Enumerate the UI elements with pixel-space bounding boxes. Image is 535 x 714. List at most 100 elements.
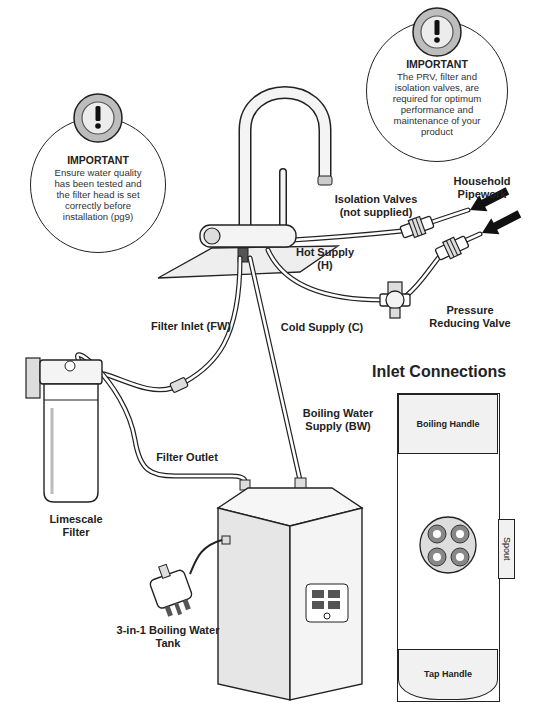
limescale-filter-part [51, 408, 54, 494]
plug-part [159, 564, 171, 578]
boiling-water-tank-part [190, 540, 222, 574]
inlet-plate [420, 517, 476, 573]
warning-callout: IMPORTANTEnsure water quality has been t… [30, 117, 166, 253]
tap-part [204, 228, 220, 244]
tap [200, 93, 332, 248]
tap-part [245, 93, 325, 229]
node-heading: Inlet Connections [372, 363, 506, 381]
boiling-water-tank-part [306, 584, 348, 622]
isolation-valve-part [416, 218, 422, 235]
flow-arrow-part [478, 206, 524, 241]
part-label: Household Pipework [443, 175, 521, 201]
pressure-reducing-valve [380, 282, 410, 318]
hose-part [250, 258, 300, 480]
hose-fitting [170, 377, 189, 393]
isolation-valve-part [408, 216, 425, 237]
plug-part [183, 599, 191, 610]
hose-part [432, 210, 468, 222]
spout-tab: Spout [498, 519, 515, 579]
isolation-valve-part [400, 216, 434, 238]
warning-badge-part [82, 102, 114, 134]
hose-part [432, 210, 468, 222]
part-label: 3-in-1 Boiling Water Tank [112, 624, 224, 650]
tap-part [281, 172, 286, 228]
hose-part [406, 256, 440, 296]
inlet-plate-part [433, 553, 441, 561]
isolation-valve [434, 233, 471, 263]
plug-part [174, 603, 182, 616]
tap-part [279, 172, 287, 228]
part-label: Filter Outlet [146, 451, 228, 464]
inlet-plate-part [456, 553, 464, 561]
boiling-water-tank-part [328, 590, 340, 598]
node-heading: Tap Handle [424, 669, 472, 680]
pressure-reducing-valve-part [390, 308, 400, 318]
handle-band: Tap Handle [398, 649, 498, 700]
inlet-plate-part [433, 530, 441, 538]
warning-badge-part [421, 16, 453, 48]
isolation-valve-part [443, 237, 461, 258]
isolation-valve-part [450, 239, 458, 255]
isolation-valve-part [446, 241, 454, 257]
isolation-valve-part [435, 236, 469, 260]
part-label: Cold Supply (C) [272, 321, 372, 334]
warning-badge-part [435, 20, 440, 35]
boiling-water-tank-part [328, 601, 340, 609]
handle-band: Boiling Handle [398, 394, 498, 454]
part-label: Limescale Filter [40, 513, 112, 539]
limescale-filter-part [26, 358, 40, 398]
limescale-filter-part [44, 400, 98, 401]
boiling-water-tank-part [324, 613, 330, 619]
boiling-water-tank-part [222, 536, 230, 544]
node-heading: IMPORTANT [406, 58, 468, 70]
hose-fitting-part [170, 377, 189, 393]
inlet-plate-part [451, 548, 469, 566]
warning-badge-part [96, 106, 101, 121]
warning-callout: IMPORTANTThe PRV, filter and isolation v… [366, 20, 508, 162]
warning-badge [413, 8, 461, 56]
plug [146, 560, 198, 621]
node-heading: IMPORTANT [67, 154, 129, 166]
tap-part [318, 176, 332, 185]
limescale-filter-part [65, 361, 75, 371]
warning-badge-part [95, 123, 101, 129]
limescale-filter-part [40, 360, 102, 384]
part-label: Filter Inlet (FW) [146, 320, 236, 333]
plug-part [165, 606, 173, 617]
node-text: Ensure water quality has been tested and… [47, 167, 149, 222]
boiling-water-tank-part [312, 590, 324, 598]
limescale-filter-part [44, 384, 98, 502]
node-heading: Boiling Handle [417, 419, 480, 430]
limescale-filter [26, 358, 102, 502]
warning-badge-part [413, 8, 461, 56]
node-text: The PRV, filter and isolation valves, ar… [384, 71, 490, 137]
inlet-plate-part [451, 525, 469, 543]
hose-part [406, 256, 440, 296]
part-label: Hot Supply (H) [293, 246, 357, 272]
plug-part [149, 569, 193, 610]
part-label: Boiling Water Supply (BW) [290, 407, 386, 433]
inlet-plate-part [428, 548, 446, 566]
pressure-reducing-valve-part [386, 291, 404, 309]
tap-part [200, 225, 296, 247]
hose-part [250, 258, 300, 480]
boiling-water-tank-part [218, 508, 290, 700]
part-label: Pressure Reducing Valve [424, 304, 516, 330]
warning-badge-part [434, 37, 440, 43]
boiling-water-tank-part [290, 508, 362, 700]
flow-arrow [478, 206, 524, 241]
warning-badge [74, 94, 122, 142]
part-label: Isolation Valves (not supplied) [326, 193, 426, 219]
boiling-water-tank-part [312, 601, 324, 609]
node-heading: Spout [501, 537, 512, 561]
tap-part [245, 93, 325, 229]
inlet-plate-part [428, 525, 446, 543]
boiling-water-tank [190, 478, 362, 700]
warning-badge-part [74, 94, 122, 142]
inlet-plate-part [456, 530, 464, 538]
inlet-body: Inlet ConnectionsBoiling HandleSpoutTap … [397, 393, 500, 702]
inlet-plate-part [420, 517, 476, 573]
